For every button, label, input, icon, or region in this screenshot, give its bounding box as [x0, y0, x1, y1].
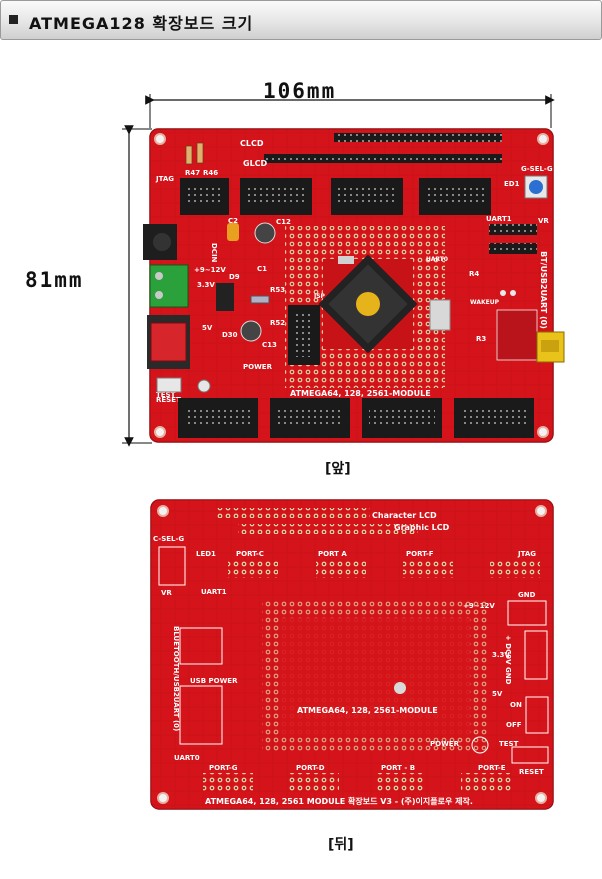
- isp-label: ISP: [314, 293, 326, 300]
- uart1-back-label: UART1: [201, 588, 227, 596]
- portf-back-label: PORT-F: [406, 550, 434, 558]
- test-label: TEST: [156, 391, 176, 399]
- gnd-back-label: GND: [518, 591, 536, 599]
- d30-label: D30: [222, 331, 238, 339]
- uart0-back-label: UART0: [174, 754, 200, 762]
- title-bullet-icon: [9, 15, 18, 24]
- vr-back-label: VR: [161, 589, 172, 597]
- char-lcd-label: Character LCD: [372, 511, 437, 520]
- v33-label: 3.3V: [197, 281, 215, 289]
- back-footer-text: ATMEGA64, 128, 2561 MODULE 확장보드 V3 - (주)…: [205, 796, 473, 806]
- title-bar: ATMEGA128 확장보드 크기: [0, 0, 602, 40]
- usb-power-label: USB POWER: [190, 677, 238, 685]
- portb-back-label: PORT - B: [381, 764, 415, 772]
- r47-label: R47: [185, 169, 200, 177]
- porte-back-label: PORT-E: [478, 764, 506, 772]
- csel-label: C-SEL-G: [153, 535, 184, 543]
- r52-label: R52: [270, 319, 285, 327]
- v9-12-label: +9~12V: [194, 266, 226, 274]
- r46-label: R46: [203, 169, 218, 177]
- c2-label: C2: [228, 217, 238, 225]
- height-dimension-arrow: [122, 125, 152, 447]
- r4-label: R4: [469, 270, 479, 278]
- reset-label: RESET: [156, 396, 181, 404]
- module-text: ATMEGA64, 128, 2561-MODULE: [290, 389, 431, 398]
- front-caption: [앞]: [325, 461, 351, 477]
- jtag-label: JTAG: [155, 175, 174, 183]
- uart0-front-label: UART0: [426, 256, 448, 263]
- height-dimension-label: 81mm: [25, 268, 84, 292]
- clcd-header: [334, 133, 502, 142]
- porta-back-label: PORT A: [318, 550, 347, 558]
- jtag-back-label: JTAG: [517, 550, 536, 558]
- v5-label: 5V: [202, 324, 213, 332]
- top-box-headers: [180, 178, 491, 215]
- back-caption: [뒤]: [328, 837, 354, 853]
- portg-back-label: PORT-G: [209, 764, 238, 772]
- c1-label: C1: [257, 265, 267, 273]
- d9-label: D9: [229, 273, 240, 281]
- r53-label: R53: [270, 286, 285, 294]
- bt-uart-back-label: BLUETOOTH/USB2UART (0): [172, 626, 180, 731]
- glcd-label: GLCD: [243, 159, 268, 168]
- test-back-label: TEST: [499, 740, 519, 748]
- width-dimension-arrow: [145, 94, 555, 128]
- gsel-label: G-SEL-G: [521, 165, 553, 173]
- reset-back-label: RESET: [519, 768, 544, 776]
- r3-label: R3: [476, 335, 486, 343]
- portc-back-label: PORT-C: [236, 550, 264, 558]
- v33-back-label: 3.3V: [492, 651, 510, 659]
- off-back-label: OFF: [506, 721, 522, 729]
- module-back-label: ATMEGA64, 128, 2561-MODULE: [297, 706, 438, 715]
- power-back-label: POWER: [430, 740, 460, 748]
- uart1-label: UART1: [486, 215, 512, 223]
- dcin-label: DCIN: [210, 243, 218, 263]
- on-back-label: ON: [510, 701, 522, 709]
- bottom-box-headers: [178, 398, 534, 438]
- v5-back-label: 5V: [492, 690, 503, 698]
- c13-label: C13: [262, 341, 277, 349]
- back-board: Character LCD Graphic LCD C-SEL-G LED1 V…: [150, 499, 554, 810]
- led1-label: LED1: [196, 550, 216, 558]
- c12-label: C12: [276, 218, 291, 226]
- vr-label: VR: [538, 217, 549, 225]
- clcd-label: CLCD: [240, 139, 264, 148]
- dc-gnd-back-label: + DC9V GND: [504, 635, 512, 685]
- portd-back-label: PORT-D: [296, 764, 325, 772]
- power-label: POWER: [243, 363, 273, 371]
- graphic-lcd-label: Graphic LCD: [394, 523, 450, 532]
- glcd-header: [264, 154, 502, 163]
- bt-uart-label: BT/USB2UART (0): [539, 251, 548, 329]
- wakeup-label: WAKEUP: [470, 299, 500, 306]
- front-board: CLCD GLCD R47 R46 JTAG G-SEL-G ED1 VR UA…: [143, 128, 565, 443]
- ed1-label: ED1: [504, 180, 520, 188]
- page-title: ATMEGA128 확장보드 크기: [29, 14, 254, 33]
